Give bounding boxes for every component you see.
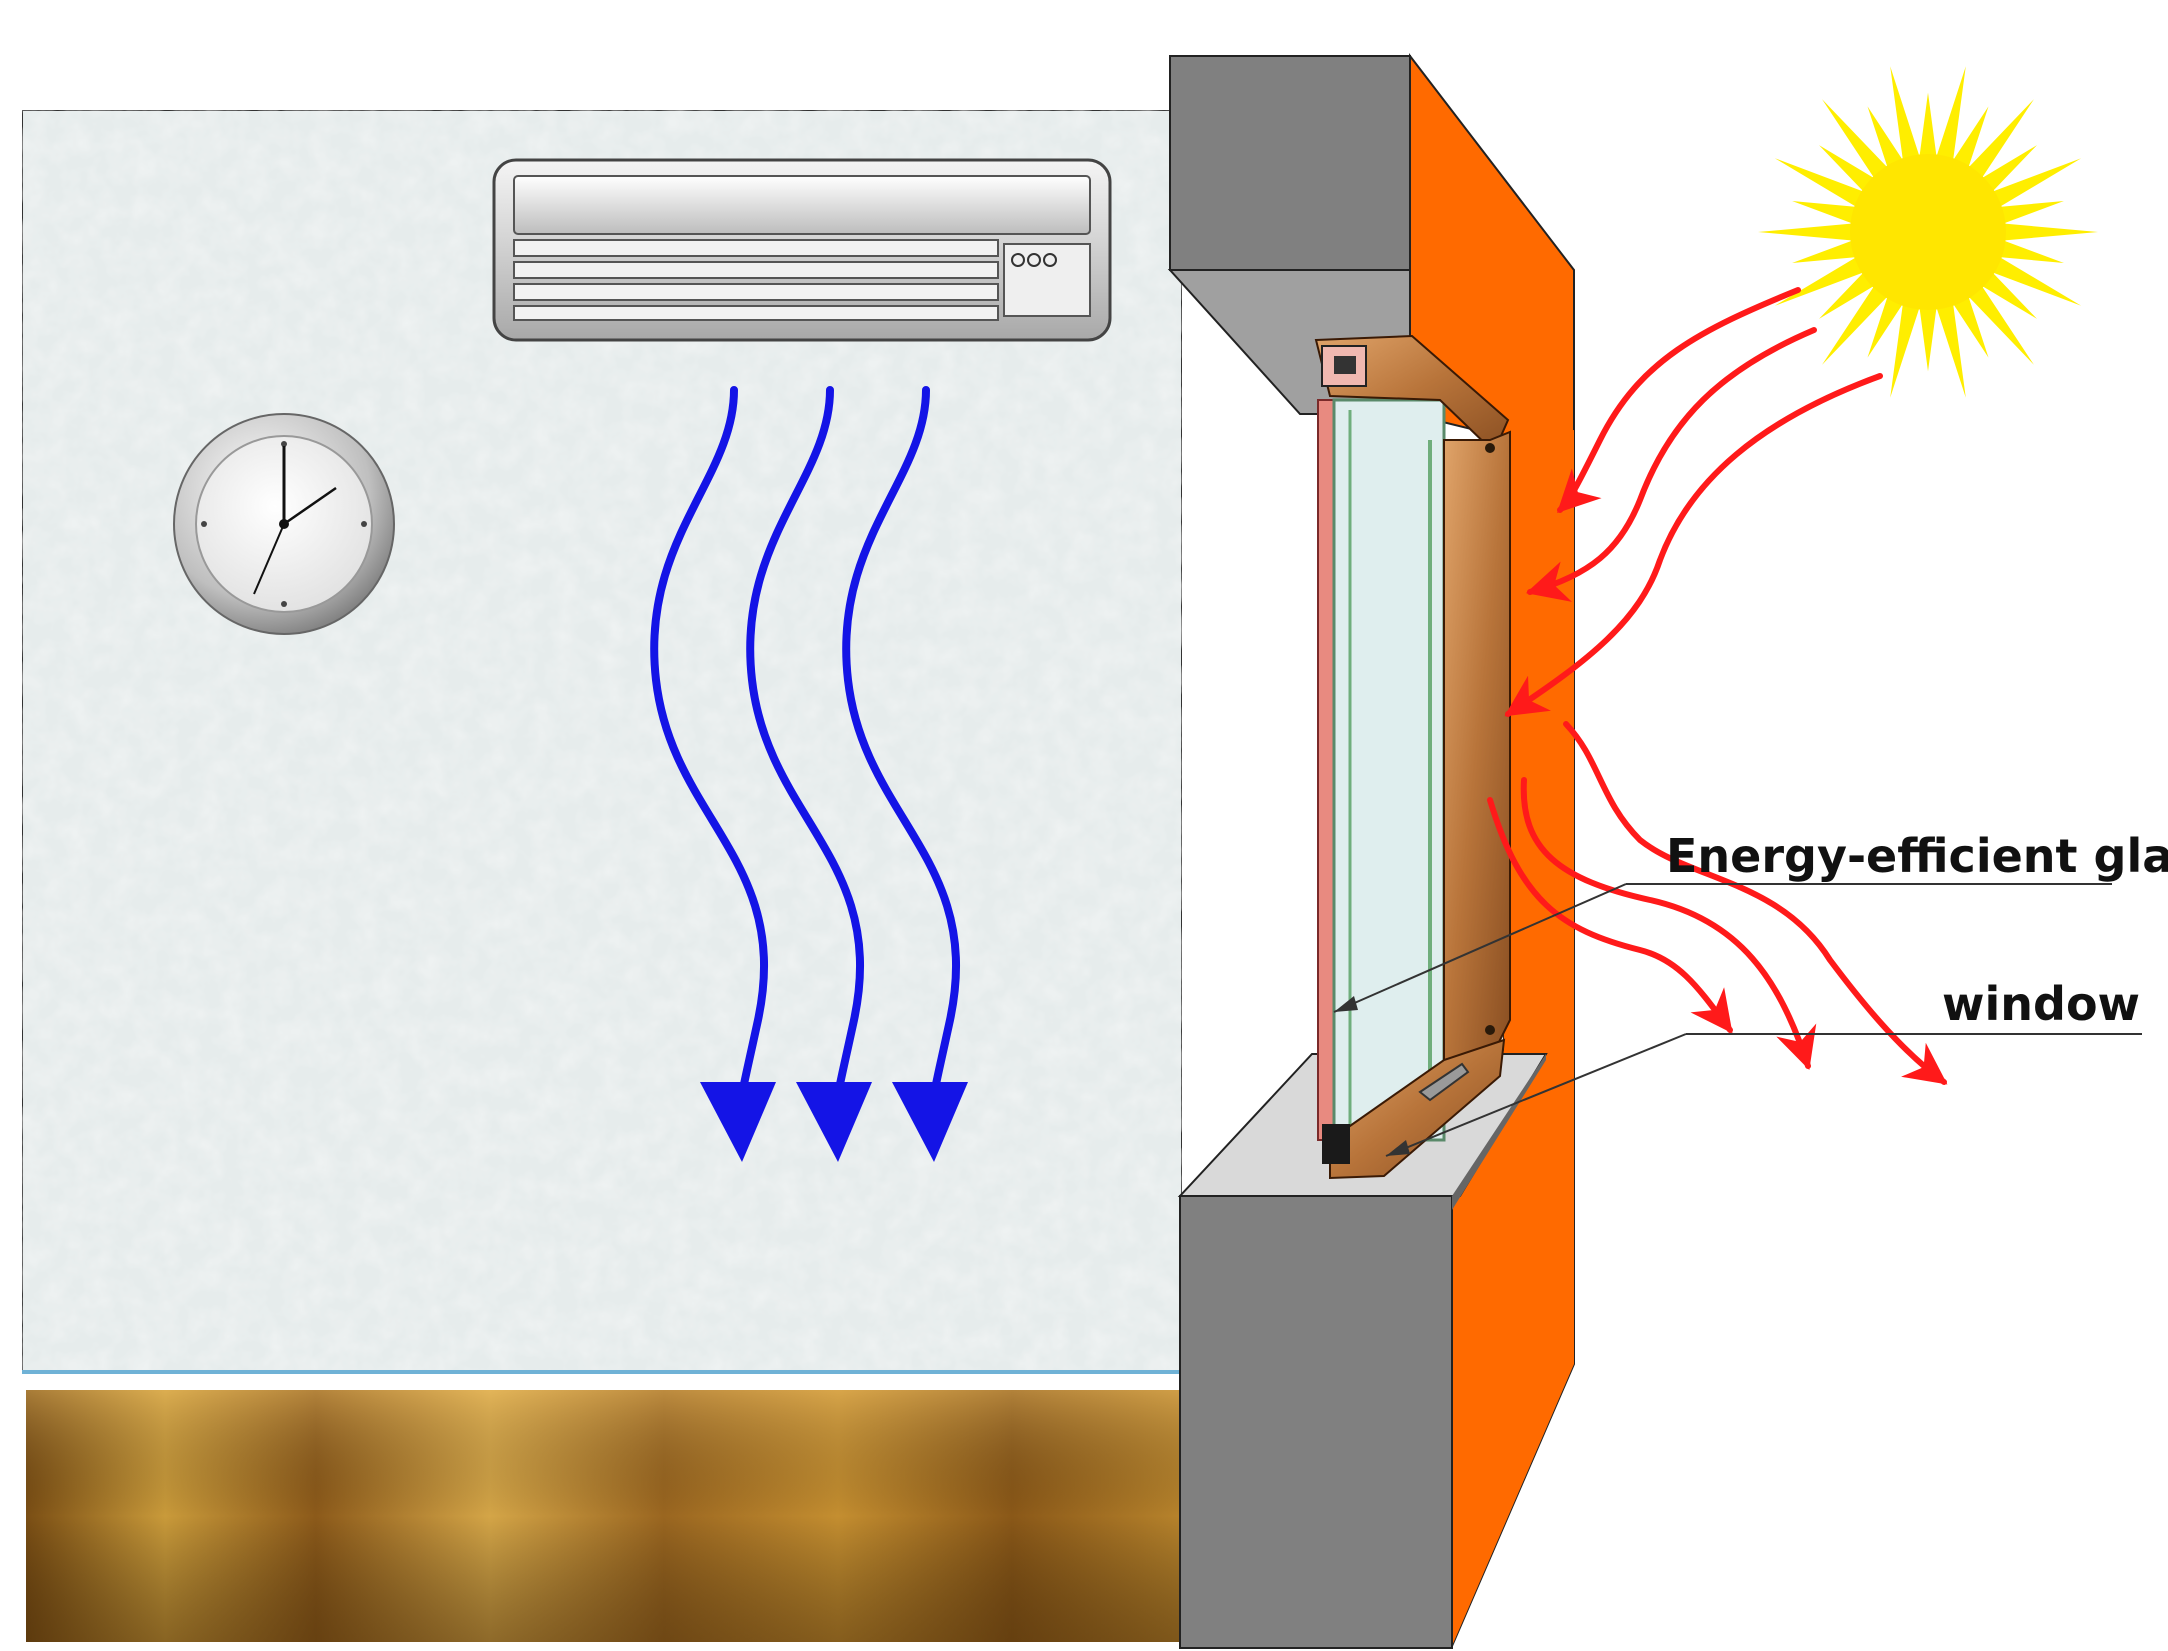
label-energy-efficient-glass: Energy-efficient glass <box>1666 829 2168 883</box>
wooden-floor <box>26 1390 1186 1642</box>
solar-heat-rays <box>1487 287 1948 1085</box>
glass-callout: Energy-efficient glass <box>1333 829 2168 1013</box>
solar-heat-arrow <box>1504 373 1883 717</box>
label-window: window <box>1942 977 2140 1031</box>
solar-heat-arrow <box>1563 721 1948 1085</box>
window-sash <box>1443 430 1511 1062</box>
cold-airflow-arrowhead <box>700 1082 776 1162</box>
window-callout: window <box>1385 977 2142 1157</box>
sun-core <box>1850 154 2006 310</box>
window-handle <box>1418 1062 1470 1102</box>
cold-airflow-arrowhead <box>892 1082 968 1162</box>
cold-airflow-arrow <box>842 386 960 1104</box>
window-section <box>1314 334 1511 1180</box>
solar-heat-arrow <box>1525 327 1817 602</box>
solar-heat-arrow <box>1520 777 1817 1070</box>
air-conditioner-icon <box>492 158 1112 342</box>
clock-icon <box>173 413 395 635</box>
cold-airflow-arrowhead <box>796 1082 872 1162</box>
solar-heat-arrow <box>1557 287 1801 513</box>
exterior-wall-right-face <box>1452 430 1574 1646</box>
cold-airflow <box>650 386 960 1104</box>
cold-airflow-arrow <box>650 386 768 1104</box>
cold-airflow-heads <box>700 1082 968 1162</box>
cold-airflow-arrow <box>746 386 864 1104</box>
sun-icon <box>1758 66 2098 398</box>
solar-heat-arrow <box>1487 797 1733 1034</box>
